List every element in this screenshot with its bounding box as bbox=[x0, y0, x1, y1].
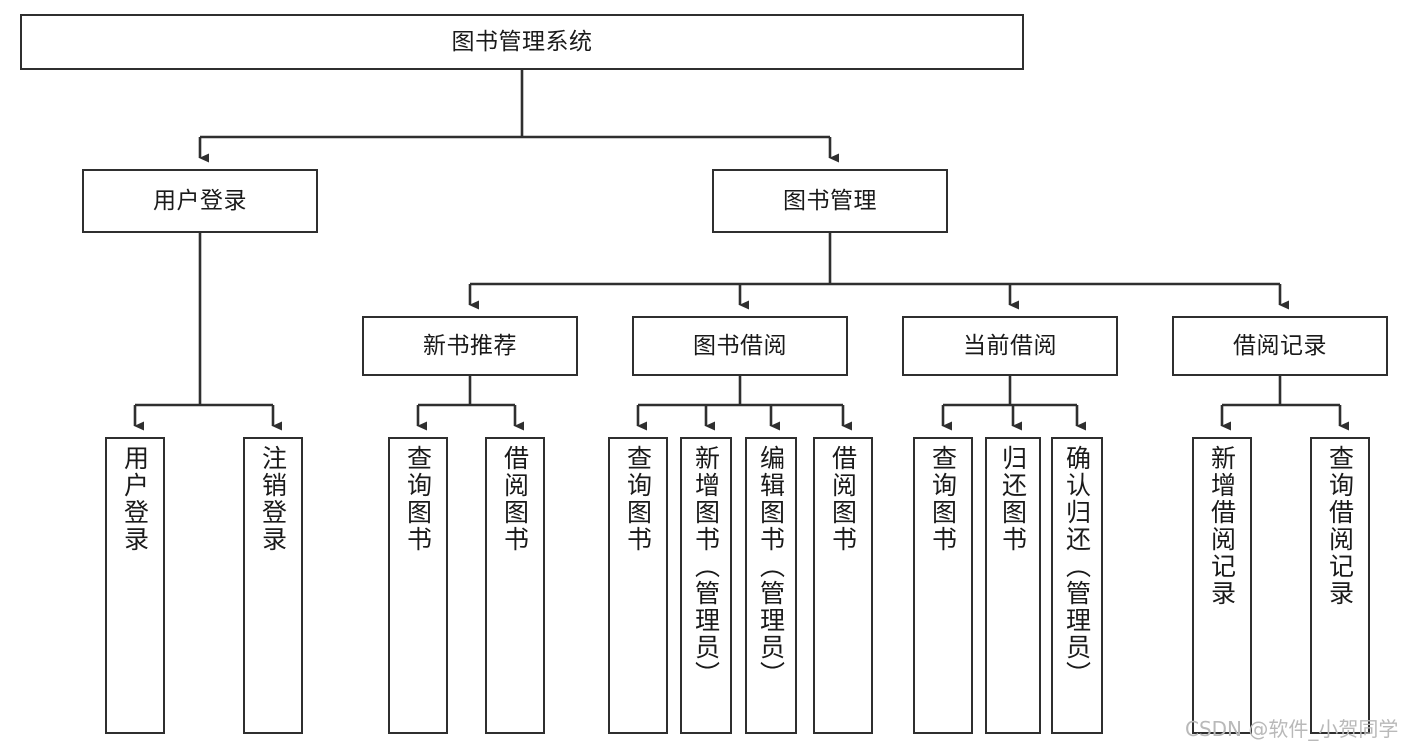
node-label: 编辑图书（管理员） bbox=[756, 445, 786, 688]
node-label: 当前借阅 bbox=[963, 332, 1057, 359]
node-root[interactable]: 图书管理系统 bbox=[20, 14, 1024, 70]
node-leaf-bw-add[interactable]: 新增图书（管理员） bbox=[680, 437, 732, 734]
node-label: 新增借阅记录 bbox=[1207, 445, 1237, 607]
node-borrow[interactable]: 图书借阅 bbox=[632, 316, 848, 376]
node-records[interactable]: 借阅记录 bbox=[1172, 316, 1388, 376]
node-label: 确认归还（管理员） bbox=[1062, 445, 1092, 688]
node-leaf-cur-confirm[interactable]: 确认归还（管理员） bbox=[1051, 437, 1103, 734]
node-newbook[interactable]: 新书推荐 bbox=[362, 316, 578, 376]
node-leaf-nb-borrow[interactable]: 借阅图书 bbox=[485, 437, 545, 734]
node-label: 用户登录 bbox=[120, 445, 150, 553]
node-leaf-bw-query[interactable]: 查询图书 bbox=[608, 437, 668, 734]
node-label: 借阅图书 bbox=[828, 445, 858, 553]
node-label: 新书推荐 bbox=[423, 332, 517, 359]
node-label: 借阅图书 bbox=[500, 445, 530, 553]
node-current[interactable]: 当前借阅 bbox=[902, 316, 1118, 376]
node-leaf-rec-add[interactable]: 新增借阅记录 bbox=[1192, 437, 1252, 734]
watermark-text: CSDN @软件_小贺同学 bbox=[1185, 717, 1399, 741]
node-label: 图书管理系统 bbox=[451, 28, 593, 55]
node-leaf-user-logout[interactable]: 注销登录 bbox=[243, 437, 303, 734]
node-leaf-nb-query[interactable]: 查询图书 bbox=[388, 437, 448, 734]
node-leaf-bw-edit[interactable]: 编辑图书（管理员） bbox=[745, 437, 797, 734]
node-leaf-cur-query[interactable]: 查询图书 bbox=[913, 437, 973, 734]
node-label: 用户登录 bbox=[153, 187, 247, 214]
node-label: 查询图书 bbox=[403, 445, 433, 553]
node-bookmgmt[interactable]: 图书管理 bbox=[712, 169, 948, 233]
node-label: 图书管理 bbox=[783, 187, 877, 214]
node-label: 借阅记录 bbox=[1233, 332, 1327, 359]
node-leaf-bw-borrow[interactable]: 借阅图书 bbox=[813, 437, 873, 734]
node-label: 图书借阅 bbox=[693, 332, 787, 359]
node-label: 新增图书（管理员） bbox=[691, 445, 721, 688]
node-login[interactable]: 用户登录 bbox=[82, 169, 318, 233]
node-leaf-rec-query[interactable]: 查询借阅记录 bbox=[1310, 437, 1370, 734]
node-label: 查询借阅记录 bbox=[1325, 445, 1355, 607]
node-label: 查询图书 bbox=[928, 445, 958, 553]
node-label: 注销登录 bbox=[258, 445, 288, 553]
node-leaf-cur-return[interactable]: 归还图书 bbox=[985, 437, 1041, 734]
node-leaf-user-login[interactable]: 用户登录 bbox=[105, 437, 165, 734]
node-label: 归还图书 bbox=[998, 445, 1028, 553]
node-label: 查询图书 bbox=[623, 445, 653, 553]
